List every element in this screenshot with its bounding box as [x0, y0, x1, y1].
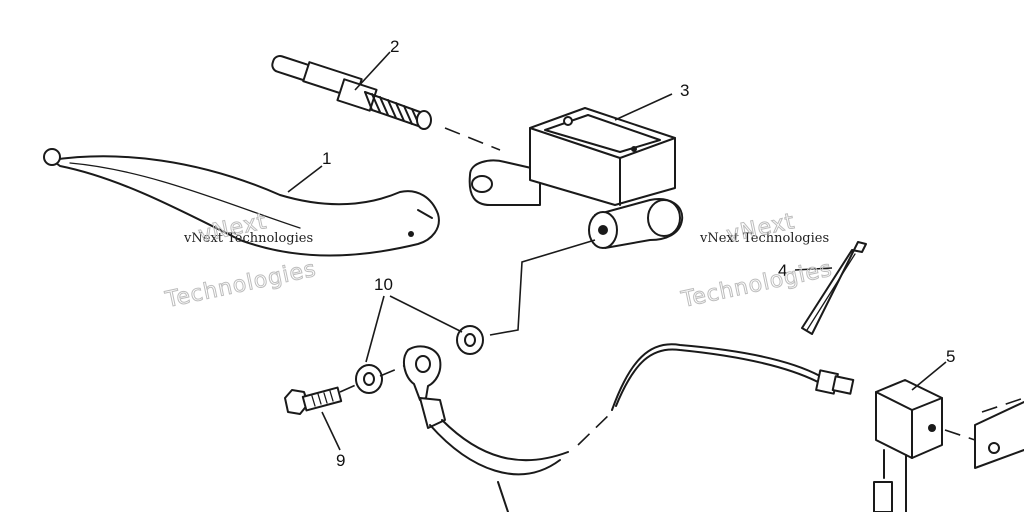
callout-4: 4 — [778, 261, 787, 280]
master-cylinder — [468, 107, 684, 249]
watermark-outline-technologies: Technologies — [163, 257, 319, 314]
callout-2: 2 — [390, 37, 399, 56]
callout-3: 3 — [680, 81, 689, 100]
watermark-text: vNext Technologies — [183, 231, 313, 246]
brake-lever — [43, 148, 440, 257]
leader-2 — [354, 51, 391, 91]
brake-hose — [379, 345, 569, 512]
callout-1: 1 — [322, 149, 331, 168]
crush-washers — [355, 325, 484, 394]
leader-5 — [911, 361, 947, 391]
leader-3 — [614, 93, 673, 121]
callout-9: 9 — [336, 451, 345, 470]
watermark-outline-technologies: Technologies — [679, 257, 835, 314]
banjo-bolt — [284, 383, 359, 415]
leader-9 — [321, 411, 341, 451]
leader-4 — [794, 267, 833, 271]
callout-5: 5 — [946, 347, 955, 366]
callout-10: 10 — [374, 275, 393, 294]
leader-10b — [365, 295, 385, 363]
leader-10a — [389, 295, 463, 333]
brake-line — [577, 343, 855, 446]
watermark-right: vNext Technologies vNext Technologies — [678, 209, 835, 314]
switch-block — [873, 379, 1024, 512]
leader-1 — [287, 165, 323, 193]
hex-key — [801, 241, 867, 335]
plunger-spring — [271, 55, 432, 130]
watermark-text: vNext Technologies — [699, 231, 829, 246]
